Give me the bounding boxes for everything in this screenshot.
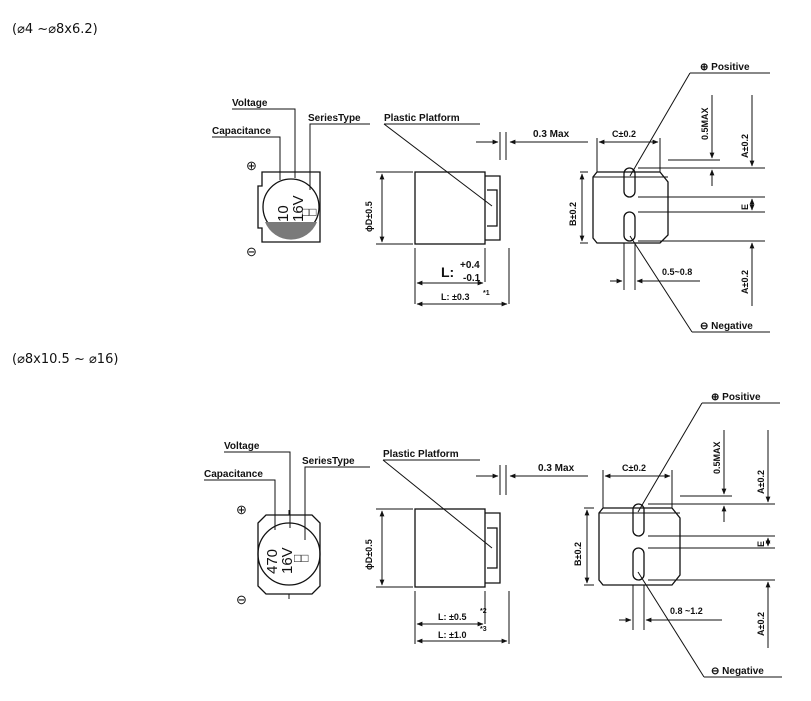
- cap-marking-capacitance: 470: [264, 549, 281, 574]
- plus-sign: ⊕: [236, 502, 247, 517]
- positive-label: ⊕ Positive: [711, 392, 761, 403]
- section-2-drawing: Voltage Capacitance SeriesType ⊕ ⊖ 470 1…: [204, 392, 782, 678]
- cap-marking-series: □□: [294, 551, 309, 565]
- negative-label: ⊖ Negative: [711, 666, 764, 677]
- length-tolerance-2: L: ±0.3: [441, 292, 469, 302]
- series-type-label: SeriesType: [308, 113, 361, 124]
- b-dimension-label: B±0.2: [573, 542, 583, 566]
- capacitor-top-view: Voltage Capacitance SeriesType ⊕ ⊖ 470 1…: [204, 441, 370, 607]
- cap-marking-series: □□: [302, 205, 317, 219]
- capacitor-top-view: Voltage Capacitance SeriesType ⊕ ⊖ 10 16…: [212, 98, 370, 259]
- length-tolerance-minus: -0.1: [463, 273, 481, 284]
- capacitor-side-view: Plastic Platform ϕD±0.5 0.3 Max L: ±0.5 …: [364, 449, 588, 644]
- b-dimension-label: B±0.2: [568, 202, 578, 226]
- voltage-label: Voltage: [224, 441, 260, 452]
- section-1-drawing: Voltage Capacitance SeriesType ⊕ ⊖ 10 16…: [212, 62, 770, 333]
- positive-label: ⊕ Positive: [700, 62, 750, 73]
- cap-marking-voltage: 16V: [279, 547, 296, 574]
- capacitor-side-view: Plastic Platform ϕD±0.5 0.3 Max L: +0.4 …: [364, 113, 588, 307]
- a-dimension-bottom-label: A±0.2: [756, 612, 766, 636]
- pad-layout-view: C±0.2 B±0.2 0.5MAX A±0.2 E A±0.2 0.5~0.8: [568, 62, 770, 333]
- length-tolerance-1-note: *2: [480, 608, 487, 615]
- plastic-platform-label: Plastic Platform: [384, 113, 460, 124]
- length-tolerance-plus: +0.4: [460, 260, 480, 271]
- c-dimension-label: C±0.2: [612, 129, 636, 139]
- cap-marking-voltage: 16V: [290, 195, 307, 222]
- section-1-heading: (⌀4 ~⌀8x6.2): [12, 22, 98, 37]
- plastic-platform-label: Plastic Platform: [383, 449, 459, 460]
- length-tolerance-2-note: *1: [483, 290, 490, 297]
- max-dimension-label: 0.5MAX: [712, 441, 722, 474]
- clearance-label: 0.3 Max: [538, 463, 575, 474]
- length-tolerance-2-note: *3: [480, 626, 487, 633]
- length-tolerance-2: L: ±1.0: [438, 630, 466, 640]
- pad-range-label: 0.5~0.8: [662, 267, 692, 277]
- minus-sign: ⊖: [246, 244, 257, 259]
- e-dimension-label: E: [740, 204, 750, 210]
- clearance-label: 0.3 Max: [533, 129, 570, 140]
- max-dimension-label: 0.5MAX: [700, 107, 710, 140]
- c-dimension-label: C±0.2: [622, 463, 646, 473]
- pad-range-label: 0.8 ~1.2: [670, 606, 703, 616]
- capacitance-label: Capacitance: [212, 126, 271, 137]
- diameter-label: ϕD±0.5: [364, 201, 374, 232]
- diameter-label: ϕD±0.5: [364, 539, 374, 570]
- negative-label: ⊖ Negative: [700, 321, 753, 332]
- capacitance-label: Capacitance: [204, 469, 263, 480]
- e-dimension-label: E: [756, 541, 766, 547]
- plus-sign: ⊕: [246, 158, 257, 173]
- pad-layout-view: C±0.2 B±0.2 0.5MAX A±0.2 E A±0.2 0.8 ~1.…: [573, 392, 782, 678]
- series-type-label: SeriesType: [302, 456, 355, 467]
- a-dimension-bottom-label: A±0.2: [740, 270, 750, 294]
- voltage-label: Voltage: [232, 98, 268, 109]
- a-dimension-top-label: A±0.2: [756, 470, 766, 494]
- length-tolerance-label: L:: [441, 264, 454, 280]
- cap-marking-capacitance: 10: [275, 205, 292, 222]
- a-dimension-top-label: A±0.2: [740, 134, 750, 158]
- minus-sign: ⊖: [236, 592, 247, 607]
- section-2-heading: (⌀8x10.5 ~ ⌀16): [12, 352, 119, 367]
- length-tolerance-1: L: ±0.5: [438, 612, 466, 622]
